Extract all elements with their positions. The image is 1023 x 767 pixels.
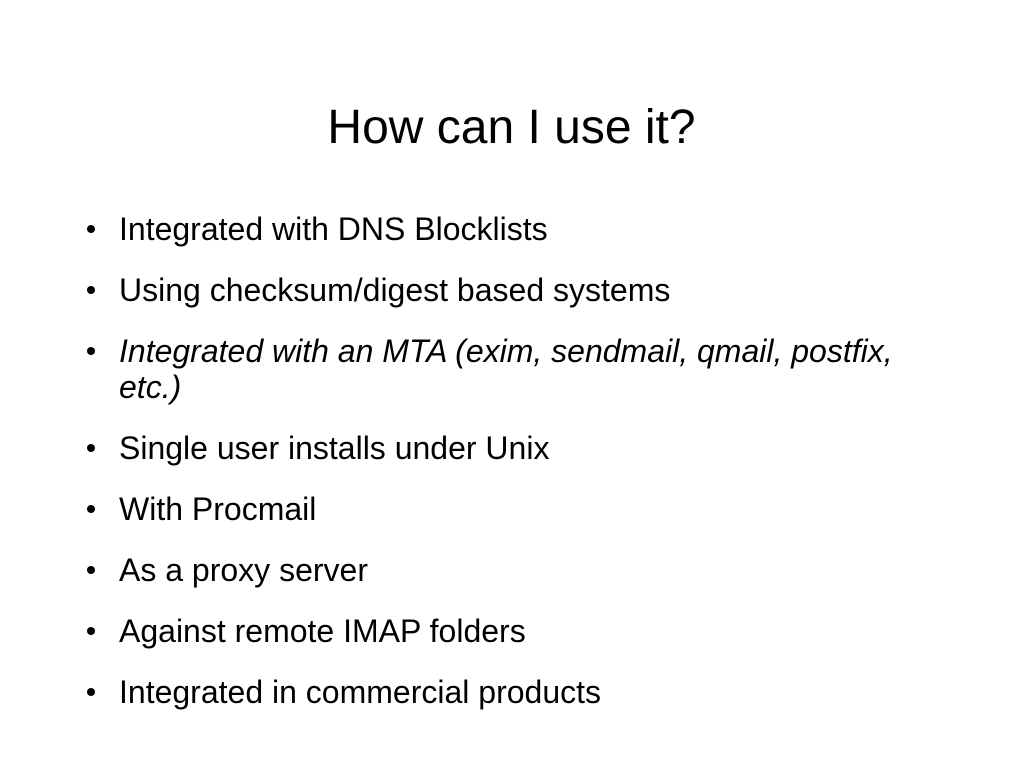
bullet-text: Integrated with DNS Blocklists xyxy=(119,211,548,247)
bullet-icon xyxy=(87,688,95,696)
bullet-icon xyxy=(87,347,95,355)
bullet-text: Integrated in commercial products xyxy=(119,674,601,710)
bullet-item-proxy-server: As a proxy server xyxy=(82,552,942,588)
bullet-icon xyxy=(87,225,95,233)
bullet-text: Integrated with an MTA (exim, sendmail, … xyxy=(119,333,893,405)
bullet-icon xyxy=(87,505,95,513)
bullet-text: With Procmail xyxy=(119,491,317,527)
bullet-text: Using checksum/digest based systems xyxy=(119,272,671,308)
bullet-text: As a proxy server xyxy=(119,552,368,588)
bullet-text: Against remote IMAP folders xyxy=(119,613,526,649)
bullet-text: Single user installs under Unix xyxy=(119,430,550,466)
bullet-item-checksum-systems: Using checksum/digest based systems xyxy=(82,272,942,308)
bullet-item-procmail: With Procmail xyxy=(82,491,942,527)
bullet-item-dns-blocklists: Integrated with DNS Blocklists xyxy=(82,211,942,247)
bullet-item-mta: Integrated with an MTA (exim, sendmail, … xyxy=(82,333,942,405)
bullet-item-unix-installs: Single user installs under Unix xyxy=(82,430,942,466)
bullet-list: Integrated with DNS Blocklists Using che… xyxy=(82,211,942,735)
slide-title: How can I use it? xyxy=(327,101,696,154)
bullet-icon xyxy=(87,286,95,294)
bullet-icon xyxy=(87,566,95,574)
bullet-item-imap-folders: Against remote IMAP folders xyxy=(82,613,942,649)
bullet-icon xyxy=(87,627,95,635)
bullet-item-commercial-products: Integrated in commercial products xyxy=(82,674,942,710)
bullet-icon xyxy=(87,444,95,452)
